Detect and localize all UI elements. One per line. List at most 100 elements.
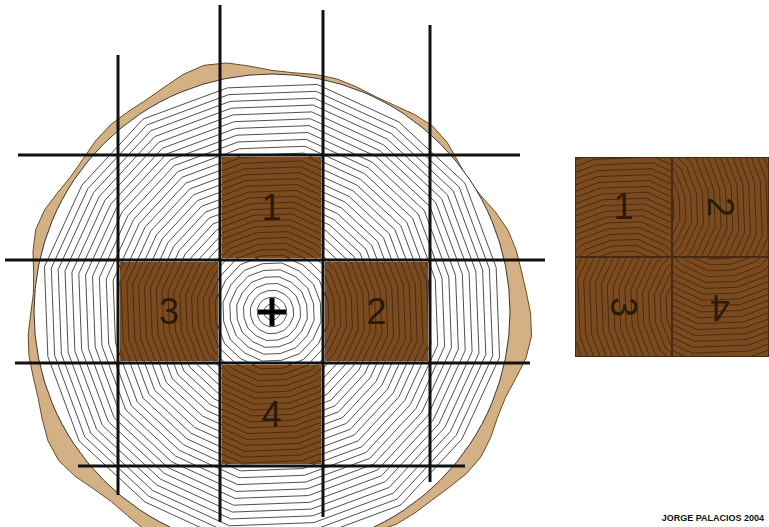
grain-line	[576, 158, 672, 257]
grain-line	[673, 158, 769, 257]
grain-line	[673, 158, 768, 257]
grain-line	[576, 158, 672, 257]
grain-line	[325, 262, 423, 361]
grain-line	[576, 169, 672, 257]
grain-line	[576, 258, 672, 357]
grain-line	[325, 262, 428, 361]
grain-line	[120, 262, 218, 361]
piece-number: 2	[366, 294, 386, 330]
grain-line	[222, 157, 321, 258]
grain-line	[222, 157, 321, 258]
grain-line	[150, 262, 218, 361]
grain-line	[120, 262, 218, 361]
grain-line	[222, 365, 321, 392]
grain-line	[133, 262, 218, 361]
grain-line	[578, 258, 672, 357]
grain-line	[222, 157, 321, 258]
grain-line	[576, 158, 672, 257]
grain-line	[673, 158, 769, 257]
grain-line	[120, 262, 218, 361]
grain-line	[222, 243, 321, 258]
grain-line	[576, 158, 672, 257]
grain-line	[673, 158, 762, 257]
grain-line	[120, 262, 218, 361]
grain-line	[673, 258, 769, 357]
grain-line	[325, 262, 428, 361]
grain-line	[222, 157, 321, 258]
grain-line	[643, 258, 672, 357]
grain-line	[673, 258, 769, 357]
grain-line	[576, 158, 672, 257]
growth-ring	[223, 263, 321, 361]
grain-line	[673, 258, 769, 259]
grain-line	[120, 262, 218, 361]
grain-line	[673, 258, 769, 357]
grain-line	[325, 262, 405, 361]
assembled-piece: 3	[575, 257, 672, 357]
grain-line	[673, 258, 769, 271]
growth-ring	[202, 242, 341, 381]
grain-line	[673, 158, 769, 257]
grain-line	[222, 365, 321, 464]
grain-line	[325, 262, 428, 361]
grain-line	[325, 262, 341, 361]
grain-line	[673, 158, 703, 257]
grain-line	[576, 180, 672, 257]
grain-line	[673, 158, 698, 257]
grain-line	[222, 255, 321, 258]
grain-line	[576, 258, 672, 357]
grain-line	[673, 158, 769, 257]
grain-line	[222, 157, 321, 258]
grain-line	[325, 262, 400, 361]
grain-line	[325, 262, 428, 361]
grain-line	[222, 157, 321, 258]
growth-ring	[216, 256, 328, 368]
grain-line	[325, 262, 428, 361]
growth-ring	[65, 105, 479, 519]
grain-line	[590, 258, 672, 357]
grain-line	[222, 157, 321, 258]
grain-line	[222, 173, 321, 258]
growth-ring	[244, 284, 301, 341]
grain-line	[576, 257, 672, 258]
grain-line	[673, 258, 769, 283]
piece-number: 3	[606, 297, 642, 317]
assembled-piece: 4	[672, 257, 769, 357]
grain-line	[576, 158, 672, 257]
grain-line	[325, 262, 428, 361]
grain-line	[222, 365, 321, 464]
grain-line	[576, 258, 672, 357]
grain-line	[576, 258, 672, 357]
growth-ring	[113, 153, 431, 471]
grain-line	[222, 365, 321, 464]
grain-line	[174, 262, 218, 361]
grain-line	[222, 365, 321, 464]
growth-ring	[79, 119, 465, 505]
grain-line	[673, 258, 769, 336]
grain-line	[222, 232, 321, 258]
grain-line	[325, 262, 364, 361]
grain-line	[192, 262, 218, 361]
pith-mark	[258, 298, 286, 326]
grain-line	[576, 258, 672, 357]
grain-line	[673, 258, 769, 357]
growth-ring	[120, 160, 424, 464]
assembled-piece: 2	[672, 157, 769, 257]
watermark: JORGE PALACIOS 2004	[662, 513, 764, 523]
grain-line	[120, 262, 218, 361]
grain-line	[673, 258, 769, 357]
grain-line	[673, 158, 686, 257]
grain-line	[595, 258, 672, 357]
grain-line	[673, 258, 769, 357]
grain-line	[222, 365, 321, 464]
grain-line	[673, 158, 769, 257]
growth-ring	[106, 146, 438, 478]
grain-line	[222, 365, 321, 464]
grain-line	[222, 157, 321, 258]
grain-line	[673, 158, 769, 257]
grain-line	[325, 262, 417, 361]
grain-line	[576, 258, 672, 357]
grain-line	[576, 158, 672, 257]
grain-line	[576, 158, 672, 257]
grain-line	[673, 258, 769, 357]
